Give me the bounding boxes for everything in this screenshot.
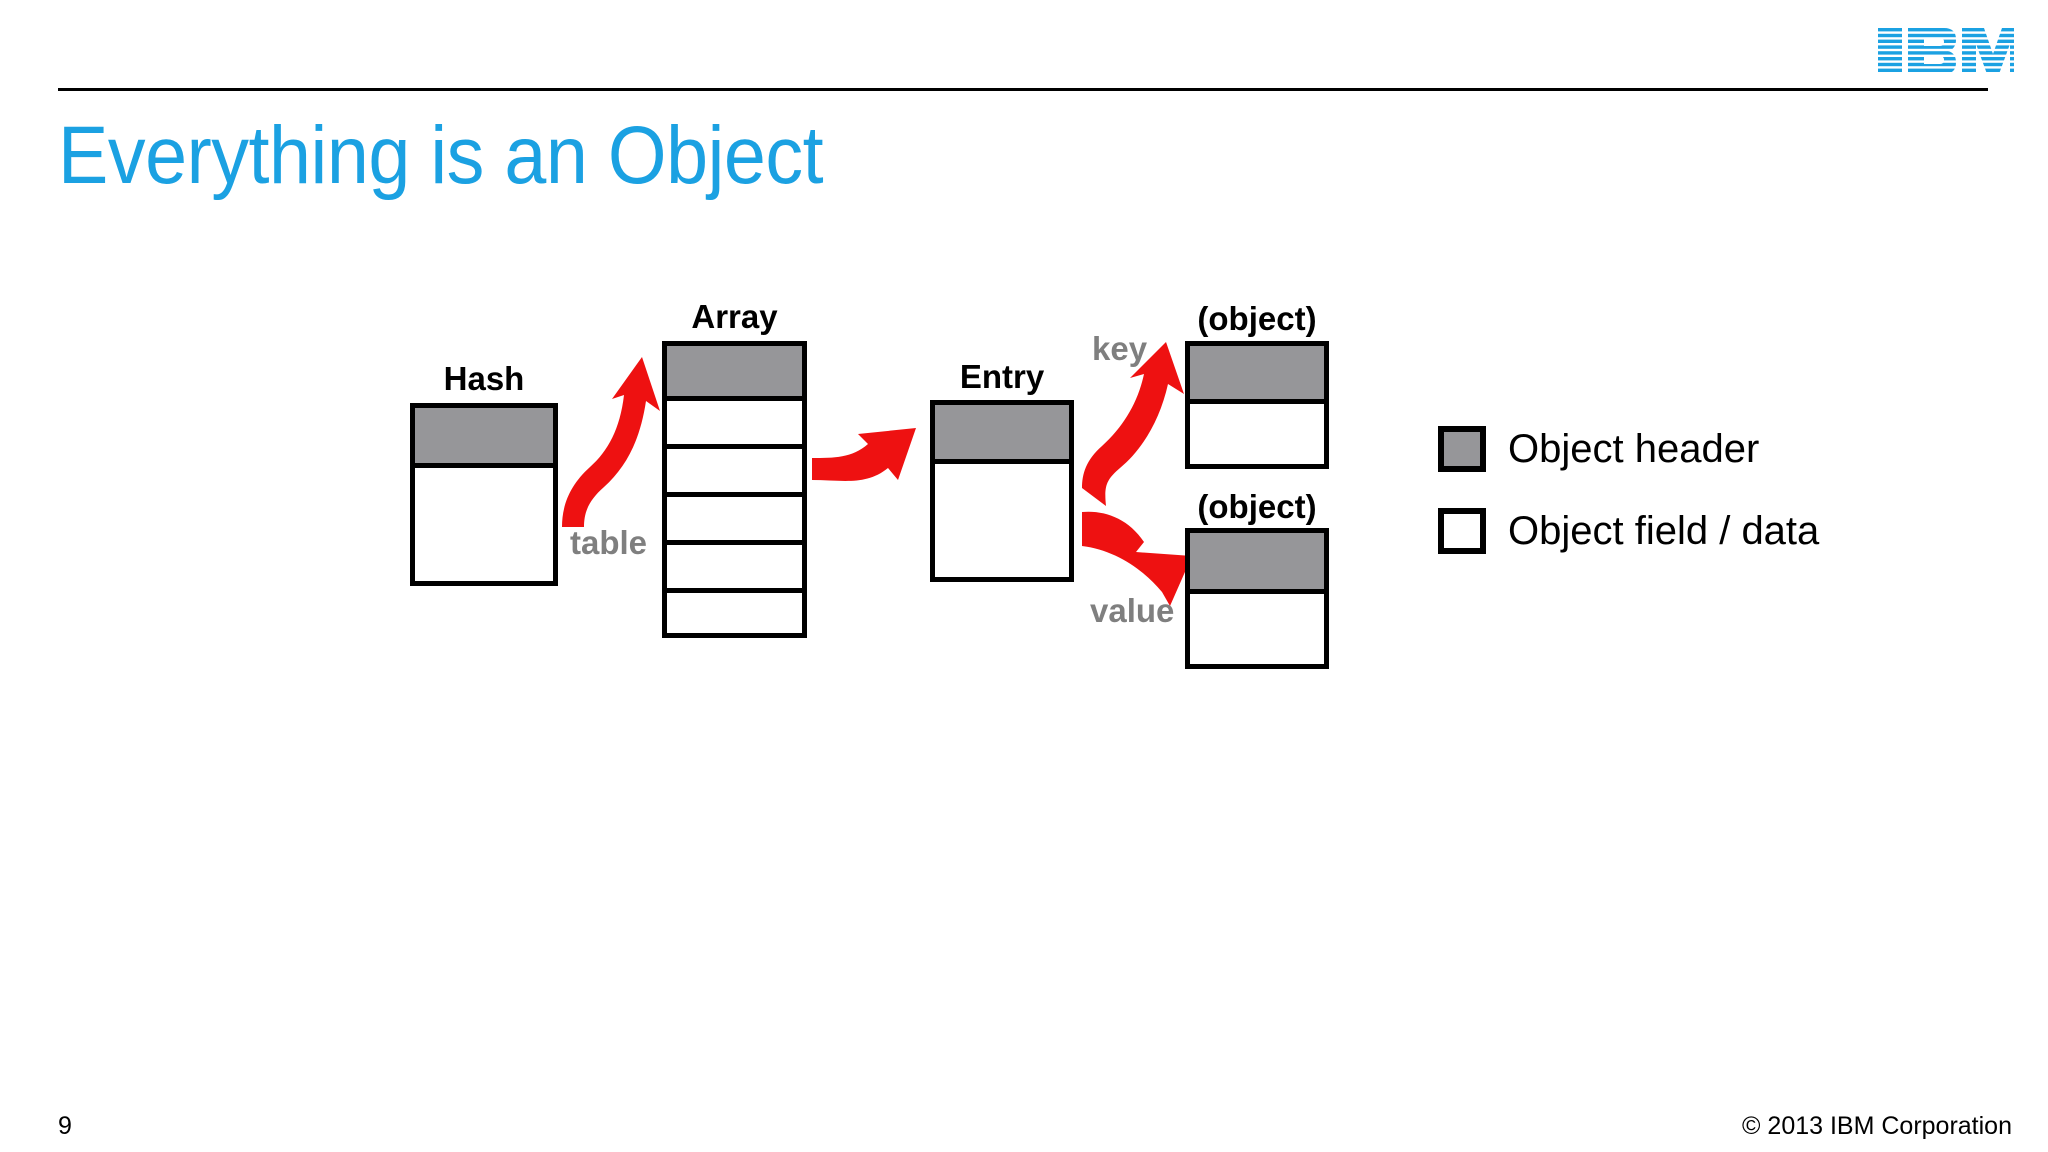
edge-label-key: key: [1092, 330, 1148, 367]
arrow-entry-to-value: [1082, 511, 1192, 606]
object-header-cell: [667, 346, 802, 396]
node-label-entry: Entry: [959, 358, 1045, 395]
arrow-array-to-entry: [812, 428, 916, 481]
object-header-cell: [415, 408, 553, 463]
arrow-entry-to-key: [1082, 342, 1184, 506]
object-header-cell: [1190, 533, 1324, 589]
node-box-hash: [410, 403, 558, 586]
copyright-notice: © 2013 IBM Corporation: [1742, 1112, 2012, 1140]
object-field-cell: [667, 444, 802, 492]
legend-item-object-field: Object field / data: [1438, 500, 1819, 562]
node-label-array: Array: [691, 298, 778, 335]
object-field-cell: [667, 588, 802, 633]
node-box-entry: [930, 400, 1074, 582]
arrow-hash-to-array: [562, 357, 660, 527]
object-field-cell: [935, 459, 1069, 577]
node-label-value-object: (object): [1197, 488, 1317, 525]
object-header-cell: [935, 405, 1069, 459]
legend-swatch-object-header-icon: [1438, 426, 1486, 472]
node-box-array: [662, 341, 807, 638]
object-field-cell: [667, 396, 802, 444]
object-field-cell: [667, 540, 802, 588]
ibm-logo: [1878, 28, 2014, 72]
object-field-cell: [667, 492, 802, 540]
legend-swatch-object-field-icon: [1438, 508, 1486, 554]
object-field-cell: [1190, 589, 1324, 664]
node-label-hash: Hash: [443, 360, 525, 397]
header-divider-rule: [58, 88, 1988, 91]
node-box-key-object: [1185, 341, 1329, 469]
node-box-value-object: [1185, 528, 1329, 669]
page-number: 9: [58, 1112, 72, 1140]
object-header-cell: [1190, 346, 1324, 399]
edge-label-value: value: [1090, 592, 1175, 629]
legend-item-object-header: Object header: [1438, 418, 1819, 480]
legend: Object header Object field / data: [1438, 418, 1819, 582]
node-label-key-object: (object): [1197, 300, 1317, 337]
legend-label-object-header: Object header: [1508, 426, 1760, 471]
page-title: Everything is an Object: [58, 110, 824, 201]
edge-label-table: table: [570, 524, 648, 561]
legend-label-object-field: Object field / data: [1508, 508, 1820, 553]
object-field-cell: [415, 463, 553, 581]
object-field-cell: [1190, 399, 1324, 464]
